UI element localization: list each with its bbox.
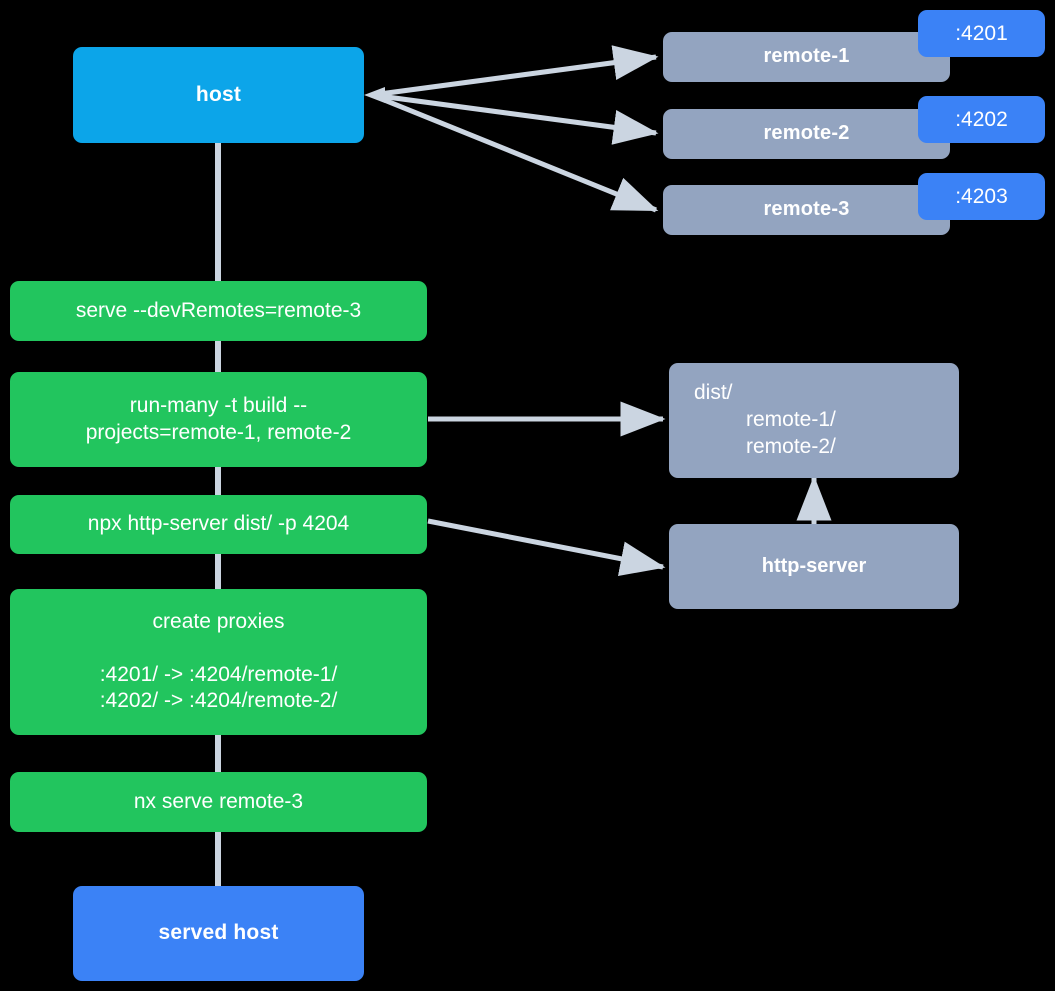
node-remote-1-label: remote-1 (763, 45, 850, 68)
node-artifact-http-server[interactable]: http-server (669, 524, 959, 609)
port-badge-remote-2-label: :4202 (955, 107, 1008, 131)
edge-host-remote-3 (371, 92, 659, 213)
port-badge-remote-1-label: :4201 (955, 21, 1008, 45)
edge-host-remote-2 (371, 92, 659, 145)
node-host-label: host (195, 82, 242, 106)
node-command-create-proxies-mapping-2: :4202/ -> :4204/remote-2/ (99, 689, 338, 713)
node-command-create-proxies-title: create proxies (152, 609, 285, 633)
node-artifact-dist[interactable]: dist/ remote-1/ remote-2/ (669, 363, 959, 478)
node-remote-1[interactable]: remote-1 (663, 32, 950, 82)
node-command-create-proxies-mapping-1: :4201/ -> :4204/remote-1/ (99, 662, 338, 686)
node-remote-3-label: remote-3 (763, 198, 850, 221)
node-artifact-http-server-label: http-server (761, 554, 867, 577)
node-remote-2[interactable]: remote-2 (663, 109, 950, 159)
edge-host-remote-1 (371, 45, 659, 98)
node-command-nx-serve-remote-3[interactable]: nx serve remote-3 (10, 772, 427, 832)
node-artifact-dist-child-1: remote-1/ (746, 408, 836, 432)
node-remote-3[interactable]: remote-3 (663, 185, 950, 235)
port-badge-remote-3-label: :4203 (955, 184, 1008, 208)
node-command-serve[interactable]: serve --devRemotes=remote-3 (10, 281, 427, 341)
node-command-run-many-line1: run-many -t build -- (129, 393, 308, 417)
node-command-npx-http-server[interactable]: npx http-server dist/ -p 4204 (10, 495, 427, 554)
node-command-run-many-line2: projects=remote-1, remote-2 (85, 420, 352, 444)
edge-http-cmd-to-http-server (427, 518, 666, 577)
edge-host-inbound-arrowhead (364, 87, 385, 103)
node-command-serve-line1: serve --devRemotes=remote-3 (75, 298, 362, 322)
node-command-nx-serve-remote-3-line1: nx serve remote-3 (133, 789, 304, 813)
node-artifact-dist-child-2: remote-2/ (746, 434, 836, 458)
port-badge-remote-3[interactable]: :4203 (918, 173, 1045, 220)
edge-host-to-remotes (364, 45, 659, 213)
node-artifact-dist-root: dist/ (694, 381, 733, 405)
node-command-create-proxies[interactable]: create proxies :4201/ -> :4204/remote-1/… (10, 589, 427, 735)
node-host[interactable]: host (73, 47, 364, 143)
node-command-run-many[interactable]: run-many -t build -- projects=remote-1, … (10, 372, 427, 467)
port-badge-remote-2[interactable]: :4202 (918, 96, 1045, 143)
node-served-host-label: served host (158, 921, 279, 945)
node-remote-2-label: remote-2 (763, 122, 850, 145)
node-served-host[interactable]: served host (73, 886, 364, 981)
port-badge-remote-1[interactable]: :4201 (918, 10, 1045, 57)
node-command-npx-http-server-line1: npx http-server dist/ -p 4204 (87, 512, 350, 536)
